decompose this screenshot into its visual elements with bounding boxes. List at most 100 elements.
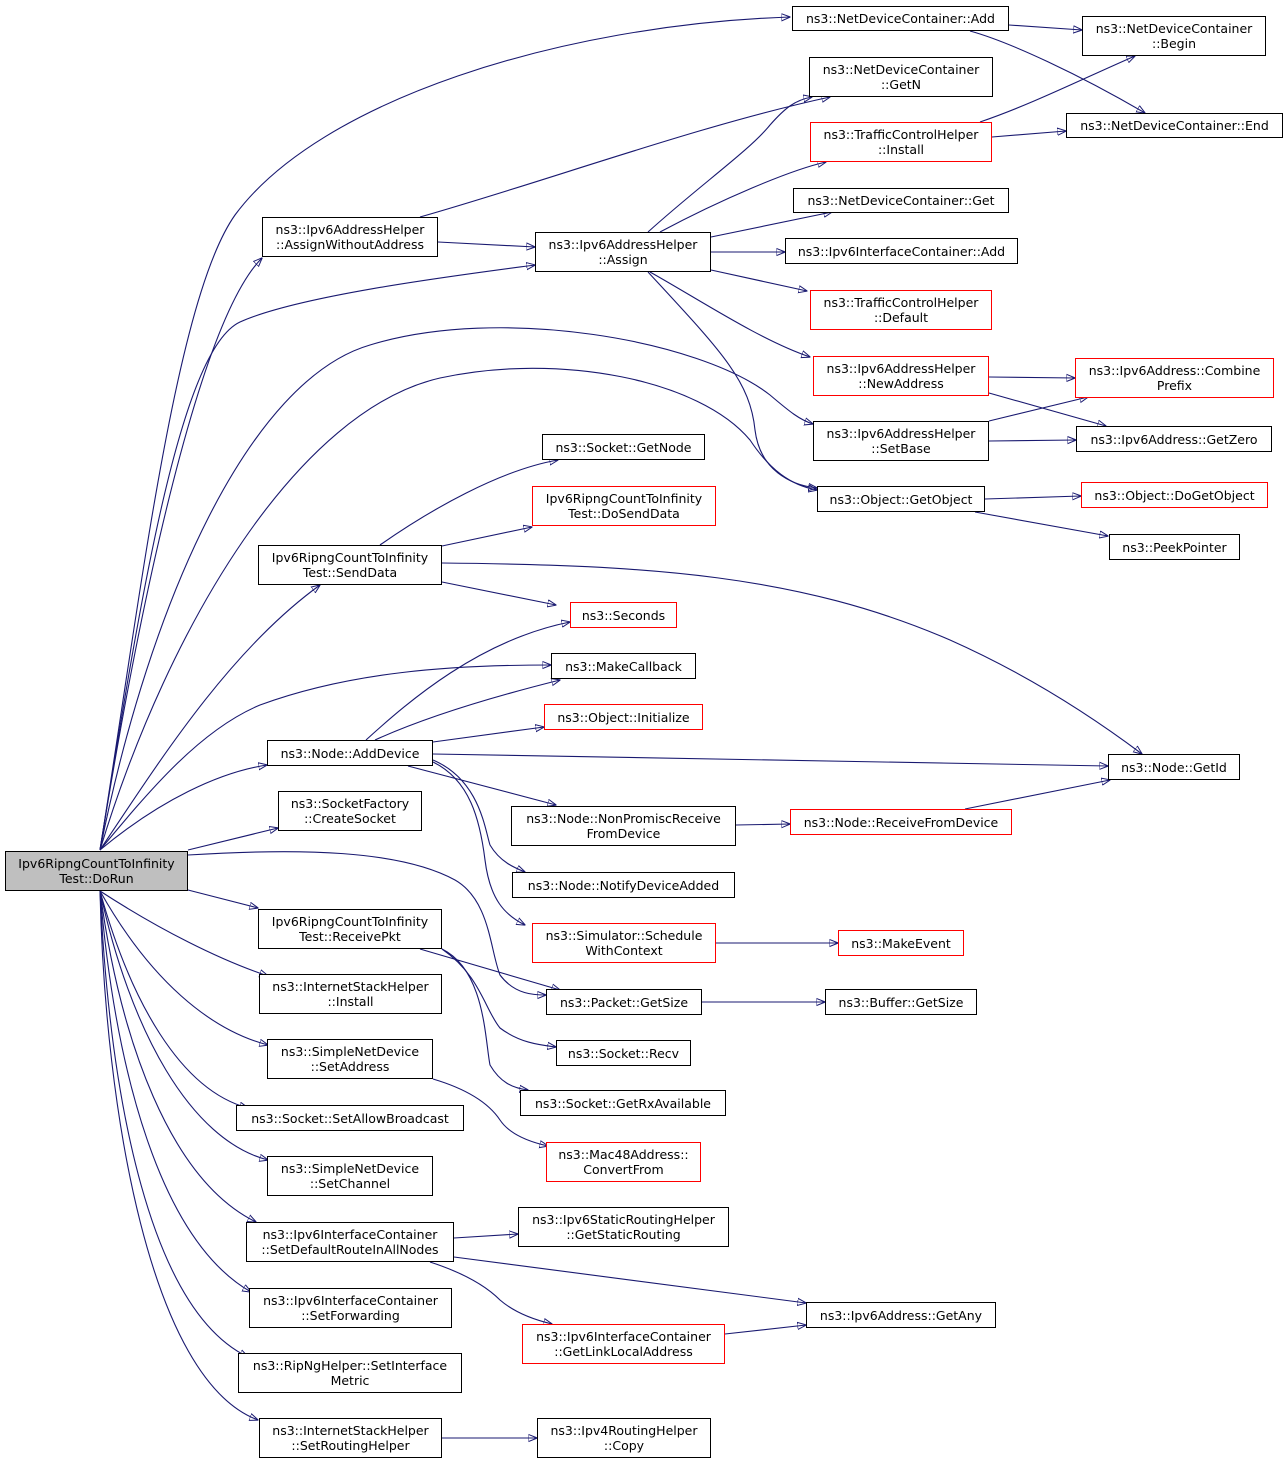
node-object-dogetobject[interactable]: ns3::Object::DoGetObject — [1081, 482, 1268, 508]
node-ipv6staticroutinghelper-getstaticrouting[interactable]: ns3::Ipv6StaticRoutingHelper::GetStaticR… — [518, 1207, 729, 1247]
node-node-notifydeviceadded[interactable]: ns3::Node::NotifyDeviceAdded — [512, 872, 735, 898]
node-socket-getrxavailable[interactable]: ns3::Socket::GetRxAvailable — [520, 1090, 726, 1116]
edge-root-makecallback — [99, 665, 551, 851]
node-netdevicecontainer-begin[interactable]: ns3::NetDeviceContainer::Begin — [1082, 16, 1266, 56]
node-simplenetdevice-setchannel[interactable]: ns3::SimpleNetDevice::SetChannel — [267, 1156, 433, 1196]
edge-ndc_add-ndc_begin — [1008, 24, 1082, 30]
edge-obj_getobject-obj_dogetobject — [984, 496, 1081, 499]
edge-root-ic_setdefroute — [99, 890, 256, 1222]
edge-node_adddevice-node_nonpromisc — [407, 765, 556, 805]
edge-ah_assign-tch_default — [710, 269, 807, 291]
node-socket-recv[interactable]: ns3::Socket::Recv — [556, 1040, 691, 1066]
edge-ic_setdefroute-addr_getany — [453, 1256, 806, 1303]
node-socketfactory-createsocket[interactable]: ns3::SocketFactory::CreateSocket — [278, 791, 422, 831]
node-seconds[interactable]: ns3::Seconds — [570, 602, 677, 628]
edge-node_adddevice-seconds — [365, 622, 570, 741]
node-node-adddevice[interactable]: ns3::Node::AddDevice — [267, 740, 433, 766]
node-peekpointer[interactable]: ns3::PeekPointer — [1109, 534, 1240, 560]
edge-node_adddevice-makecallback — [374, 680, 560, 741]
edge-node_adddevice-obj_initialize — [432, 727, 544, 743]
edge-root-receivepkt — [187, 889, 258, 908]
edge-tch_install-ndc_begin — [979, 56, 1135, 123]
edge-root-ripng_setmetric — [99, 890, 248, 1357]
edge-ic_setdefroute-ic_getlinklocal — [429, 1261, 552, 1324]
node-trafficcontrolhelper-default[interactable]: ns3::TrafficControlHelper::Default — [810, 290, 992, 330]
node-netdevicecontainer-get[interactable]: ns3::NetDeviceContainer::Get — [793, 188, 1009, 213]
node-buffer-getsize[interactable]: ns3::Buffer::GetSize — [825, 989, 977, 1015]
edge-receivepkt-sock_rxavail — [441, 948, 528, 1090]
edge-senddata-seconds — [441, 581, 556, 605]
node-simplenetdevice-setaddress[interactable]: ns3::SimpleNetDevice::SetAddress — [267, 1039, 433, 1079]
edge-ic_setdefroute-srh_getstatic — [453, 1234, 518, 1238]
edge-ndc_add-ndc_end — [969, 30, 1145, 113]
edge-ah_assign-obj_getobject — [647, 271, 817, 488]
node-ipv6address-getzero[interactable]: ns3::Ipv6Address::GetZero — [1076, 426, 1272, 452]
node-ipv6interfacecontainer-setdefaultrouteinallnodes[interactable]: ns3::Ipv6InterfaceContainer::SetDefaultR… — [246, 1222, 454, 1262]
edge-senddata-sock_getnode — [379, 460, 558, 546]
node-makecallback[interactable]: ns3::MakeCallback — [551, 653, 696, 679]
edge-node_receivefrom-node_getid — [964, 780, 1110, 810]
edge-ah_assign-tch_install — [659, 162, 826, 233]
edge-root-ndc_add — [99, 17, 790, 851]
edge-obj_getobject-peekpointer — [974, 511, 1108, 536]
node-netdevicecontainer-getn[interactable]: ns3::NetDeviceContainer::GetN — [809, 57, 993, 97]
edge-root-pkt_getsize — [187, 851, 546, 995]
node-ipv4routinghelper-copy[interactable]: ns3::Ipv4RoutingHelper::Copy — [537, 1418, 711, 1458]
edge-ah_newaddress-addr_getzero — [988, 392, 1106, 426]
edge-node_nonpromisc-node_receivefrom — [735, 824, 790, 825]
node-ipv6interfacecontainer-add[interactable]: ns3::Ipv6InterfaceContainer::Add — [785, 238, 1018, 264]
node-ipv6interfacecontainer-setforwarding[interactable]: ns3::Ipv6InterfaceContainer::SetForwardi… — [249, 1288, 452, 1328]
edge-senddata-dosenddata — [441, 527, 532, 547]
edge-receivepkt-sock_recv — [441, 948, 556, 1047]
node-ipv6addresshelper-assign[interactable]: ns3::Ipv6AddressHelper::Assign — [535, 232, 711, 272]
node-mac48address-convertfrom[interactable]: ns3::Mac48Address::ConvertFrom — [546, 1142, 701, 1182]
edge-root-obj_getobject — [99, 367, 817, 851]
edge-root-ah_setbase — [99, 327, 813, 851]
node-netdevicecontainer-end[interactable]: ns3::NetDeviceContainer::End — [1066, 113, 1283, 138]
edge-node_adddevice-node_notify — [432, 759, 525, 872]
edge-ah_assignwo-ndc_getn — [419, 97, 830, 218]
edge-root-senddata — [99, 585, 320, 851]
edge-tch_install-ndc_end — [991, 131, 1066, 138]
node-object-getobject[interactable]: ns3::Object::GetObject — [817, 486, 985, 512]
edge-ah_setbase-addr_combine — [988, 397, 1088, 422]
node-ipv6interfacecontainer-getlinklocaladdress[interactable]: ns3::Ipv6InterfaceContainer::GetLinkLoca… — [522, 1324, 725, 1364]
node-ipv6addresshelper-assignwithoutaddress[interactable]: ns3::Ipv6AddressHelper::AssignWithoutAdd… — [262, 217, 438, 257]
edge-root-snd_setaddress — [99, 890, 268, 1045]
edge-snd_setaddress-mac_convert — [432, 1078, 548, 1146]
edge-root-ish_setrouting — [99, 890, 258, 1420]
node-object-initialize[interactable]: ns3::Object::Initialize — [544, 704, 703, 730]
node-internetstackhelper-setroutinghelper[interactable]: ns3::InternetStackHelper::SetRoutingHelp… — [259, 1418, 442, 1458]
node-internetstackhelper-install[interactable]: ns3::InternetStackHelper::Install — [259, 974, 442, 1014]
edge-root-ic_setfwd — [99, 890, 251, 1292]
node-socket-getnode[interactable]: ns3::Socket::GetNode — [542, 434, 705, 460]
node-ipv6address-getany[interactable]: ns3::Ipv6Address::GetAny — [806, 1302, 996, 1328]
edge-root-snd_setchannel — [99, 890, 268, 1160]
edge-senddata-node_getid — [441, 562, 1142, 754]
node-trafficcontrolhelper-install[interactable]: ns3::TrafficControlHelper::Install — [810, 122, 992, 162]
node-ipv6addresshelper-newaddress[interactable]: ns3::Ipv6AddressHelper::NewAddress — [813, 356, 989, 396]
edge-root-ah_assignwo — [99, 258, 262, 851]
node-packet-getsize[interactable]: ns3::Packet::GetSize — [546, 989, 702, 1015]
edge-root-ish_install — [99, 890, 268, 976]
edge-node_adddevice-node_getid — [432, 753, 1108, 766]
node-node-getid[interactable]: ns3::Node::GetId — [1108, 754, 1240, 780]
node-socket-setallowbroadcast[interactable]: ns3::Socket::SetAllowBroadcast — [236, 1105, 464, 1131]
node-node-receivefromdevice[interactable]: ns3::Node::ReceiveFromDevice — [790, 809, 1012, 835]
node-makeevent[interactable]: ns3::MakeEvent — [838, 930, 964, 956]
node-netdevicecontainer-add[interactable]: ns3::NetDeviceContainer::Add — [792, 6, 1009, 31]
edge-ic_getlinklocal-addr_getany — [724, 1325, 806, 1335]
edge-ah_assign-ndc_getn — [647, 97, 812, 233]
edge-node_adddevice-sim_schedule — [432, 761, 525, 925]
node-ipv6addresshelper-setbase[interactable]: ns3::Ipv6AddressHelper::SetBase — [813, 421, 989, 461]
